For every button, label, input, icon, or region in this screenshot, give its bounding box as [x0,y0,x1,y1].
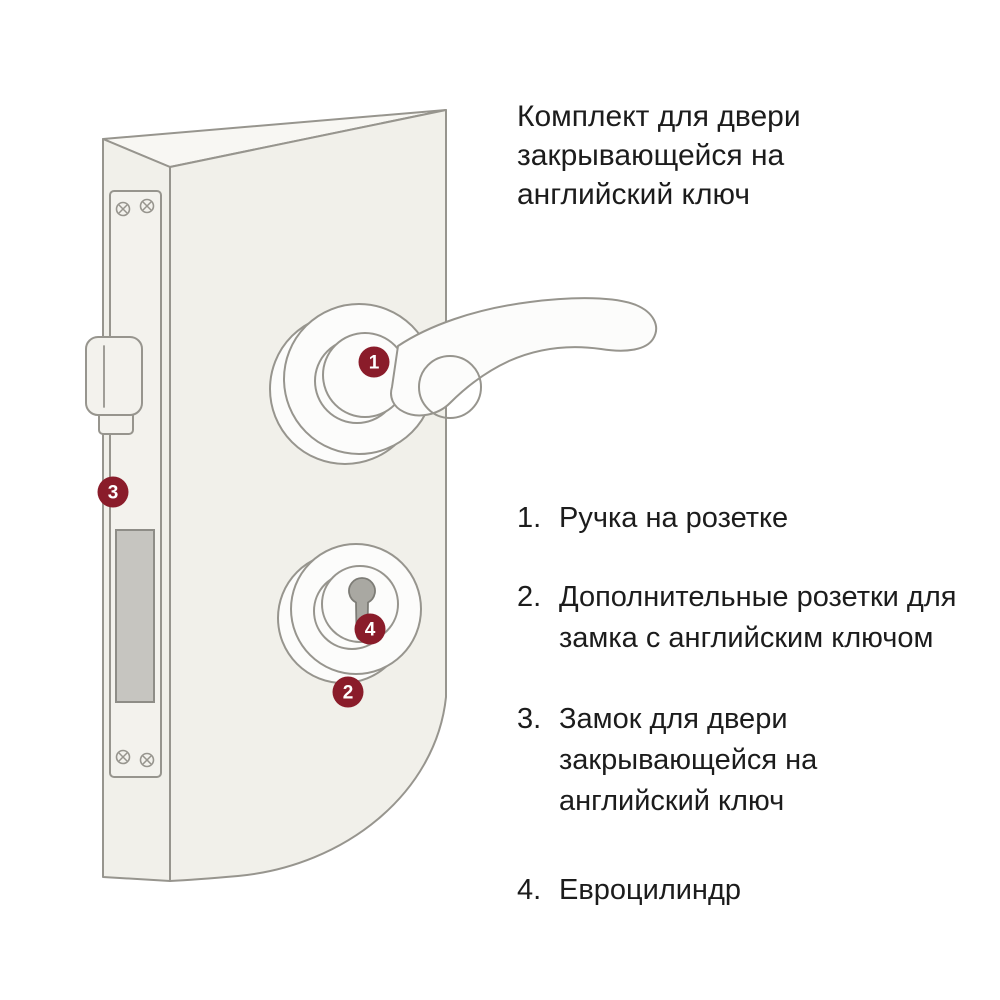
legend-item-number: 3. [517,703,542,735]
legend-item-1: 1. Ручка на розетке [517,498,992,539]
legend-item-text: Ручка на розетке [559,502,789,534]
badge-4: 4 [354,613,386,645]
badge-1: 1 [358,346,390,378]
badge-circle [354,613,386,645]
screw-cross [118,204,128,214]
legend-item-number: 4. [517,874,542,906]
badge-circle [332,676,364,708]
badge-number: 1 [369,353,380,374]
screw-cross [118,752,128,762]
legend-item-2: 2. Дополнительные розетки для замка с ан… [517,577,992,659]
legend-item-text: Замок для двери закрывающейся на английс… [559,703,818,817]
screw-cross [142,201,152,211]
diagram-title: Комплект для двери закрывающейся на англ… [517,100,801,211]
handle-collar [418,355,482,419]
badge-circle [97,476,129,508]
latch-bolt [85,336,143,416]
screw-cross [142,755,152,765]
screw-icon [139,198,155,214]
legend-item-3: 3. Замок для двери закрывающейся на англ… [517,699,992,822]
badge-number: 4 [365,620,376,641]
legend-item-number: 2. [517,581,542,613]
legend: 1. Ручка на розетке 2. Дополнительные ро… [517,498,992,911]
handle-lever [390,297,658,417]
door-front-face [169,109,447,882]
badge-circle [358,346,390,378]
badge-number: 2 [343,683,354,704]
screw-icon [115,749,131,765]
badge-2: 2 [332,676,364,708]
legend-item-4: 4. Евроцилиндр [517,870,992,911]
legend-item-text: Евроцилиндр [559,874,742,906]
badge-3: 3 [97,476,129,508]
legend-item-text: Дополнительные розетки для замка с англи… [559,581,957,654]
badge-number: 3 [108,483,119,504]
screw-icon [139,752,155,768]
legend-item-number: 1. [517,502,542,534]
deadbolt-slot [115,529,155,703]
screw-icon [115,201,131,217]
